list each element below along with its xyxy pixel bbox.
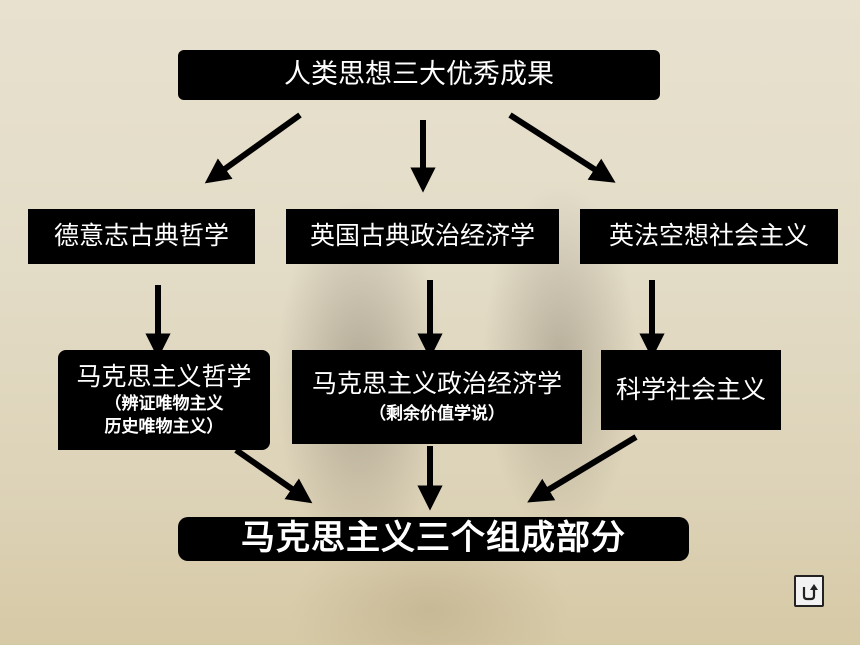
part-label-socialism: 科学社会主义 <box>615 374 766 404</box>
return-arrow-icon <box>802 584 818 601</box>
top-title-box: 人类思想三大优秀成果 <box>178 50 660 100</box>
source-label-philosophy: 德意志古典哲学 <box>53 221 229 251</box>
source-label-socialism: 英法空想社会主义 <box>608 221 809 251</box>
part-box-economics: 马克思主义政治经济学 （剩余价值学说） <box>292 350 582 444</box>
source-box-socialism: 英法空想社会主义 <box>580 209 838 264</box>
arrow-top-to-socialism <box>508 112 616 183</box>
return-button[interactable] <box>794 575 824 607</box>
source-box-philosophy: 德意志古典哲学 <box>28 209 255 264</box>
arrow-socialism-to-bottom <box>527 434 638 503</box>
source-label-economics: 英国古典政治经济学 <box>309 221 535 251</box>
source-box-economics: 英国古典政治经济学 <box>286 209 559 264</box>
part-sub-philosophy-2: 历史唯物主义） <box>104 416 224 437</box>
bottom-title-box: 马克思主义三个组成部分 <box>178 517 689 561</box>
part-label-economics: 马克思主义政治经济学 <box>311 368 562 398</box>
arrow-philosophy-to-bottom <box>234 447 313 504</box>
part-sub-philosophy-1: （辨证唯物主义 <box>104 394 224 415</box>
part-label-philosophy: 马克思主义哲学 <box>76 361 252 391</box>
arrow-top-to-philosophy <box>204 112 302 184</box>
part-sub-economics: （剩余价值学说） <box>369 403 505 424</box>
bottom-title: 马克思主义三个组成部分 <box>241 518 626 559</box>
part-box-philosophy: 马克思主义哲学 （辨证唯物主义 历史唯物主义） <box>58 350 270 450</box>
top-title: 人类思想三大优秀成果 <box>284 59 554 91</box>
part-box-socialism: 科学社会主义 <box>601 350 781 430</box>
